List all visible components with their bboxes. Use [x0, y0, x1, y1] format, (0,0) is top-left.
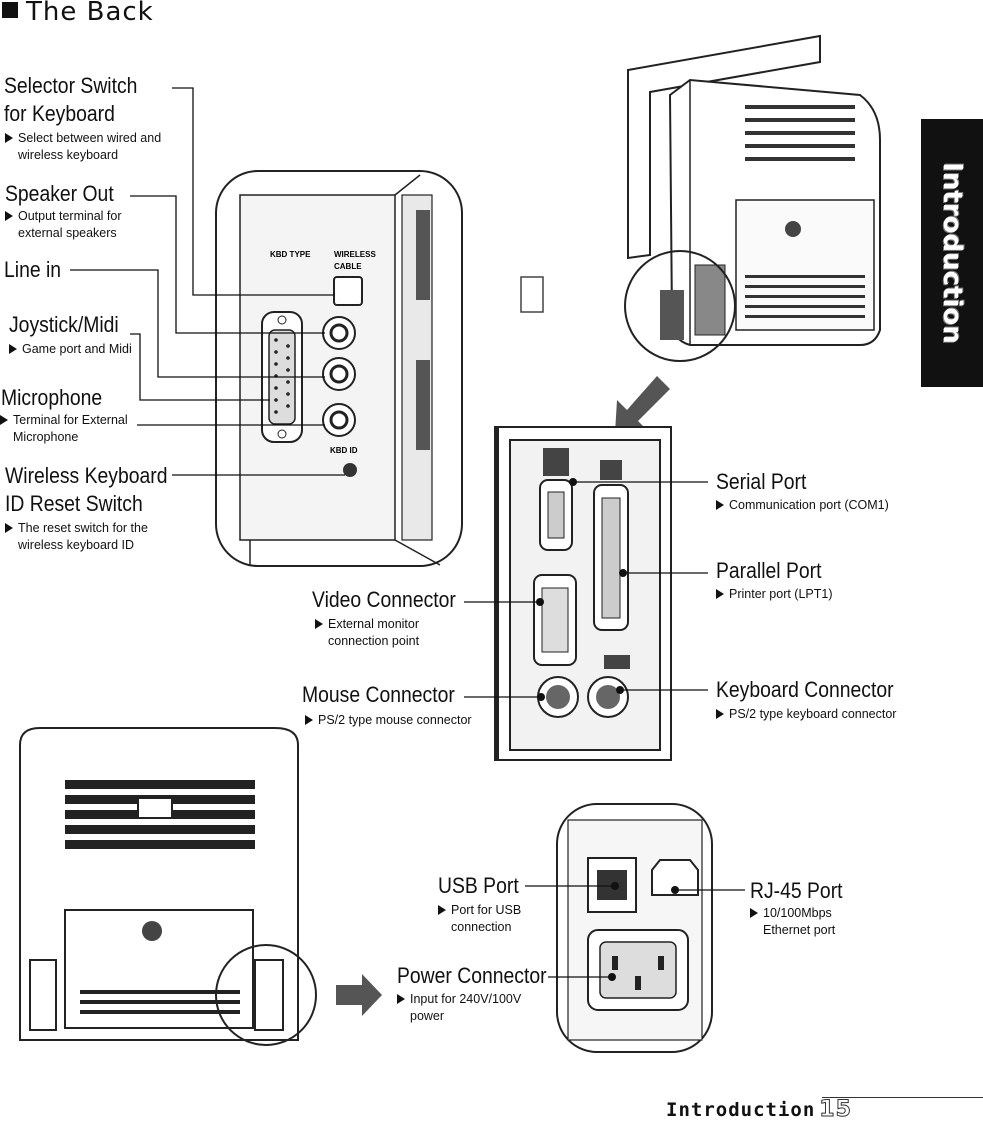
joystick-midi-desc: Game port and Midi: [9, 341, 132, 358]
microphone-title: Microphone: [1, 385, 103, 410]
io-panel-illustration: [494, 426, 672, 761]
computer-rear-view-illustration: [19, 727, 382, 1046]
joystick-midi-title: Joystick/Midi: [9, 312, 119, 337]
line-in-title: Line in: [4, 257, 62, 282]
callout-arrow-icon: [5, 211, 13, 221]
serial-port-title: Serial Port: [716, 469, 807, 494]
callout-arrow-icon: [397, 994, 405, 1004]
leader-lines: [70, 87, 745, 978]
leader-dots: [536, 478, 679, 981]
footer-label: Introduction: [666, 1099, 816, 1121]
callout-arrow-icon: [438, 905, 446, 915]
parallel-port-desc: Printer port (LPT1): [716, 586, 833, 603]
cable-text: CABLE: [334, 262, 362, 271]
keyboard-connector-desc: PS/2 type keyboard connector: [716, 706, 896, 723]
callout-arrow-icon: [9, 344, 17, 354]
right-arrow-icon: [336, 974, 382, 1016]
footer-rule: [822, 1097, 983, 1098]
callout-arrow-icon: [5, 133, 13, 143]
selector-switch: [333, 276, 363, 306]
bullet-square-icon: [2, 2, 18, 18]
callout-arrow-icon: [305, 715, 313, 725]
video-connector-title: Video Connector: [312, 587, 456, 612]
callout-arrow-icon: [716, 709, 724, 719]
callout-arrow-icon: [750, 908, 758, 918]
power-connector-title: Power Connector: [397, 963, 547, 988]
mouse-connector-title: Mouse Connector: [302, 682, 455, 707]
diagonal-arrow-icon: [615, 376, 670, 433]
callout-arrow-icon: [0, 415, 8, 425]
page-number: 15: [819, 1097, 852, 1122]
callout-arrow-icon: [5, 523, 13, 533]
callout-arrow-icon: [716, 500, 724, 510]
mouse-connector-desc: PS/2 type mouse connector: [305, 712, 472, 729]
keyboard-connector-title: Keyboard Connector: [716, 677, 894, 702]
usb-port-title: USB Port: [438, 873, 519, 898]
speaker-out-title: Speaker Out: [5, 181, 114, 206]
kbd-type-text: KBD TYPE: [270, 250, 311, 259]
power-panel-illustration: [556, 803, 713, 1053]
callout-arrow-icon: [716, 589, 724, 599]
computer-back-view-illustration: [520, 34, 881, 433]
side-tab: Introduction: [921, 119, 983, 387]
kbd-id-text: KBD ID: [330, 446, 358, 455]
rj45-port-title: RJ-45 Port: [750, 878, 843, 903]
audio-panel-illustration: KBD TYPE WIRELESS CABLE KBD ID: [215, 170, 463, 567]
section-title: The Back: [2, 0, 154, 27]
audio-jacks: [322, 316, 357, 477]
placeholder-box-icon: [520, 276, 544, 313]
serial-port-desc: Communication port (COM1): [716, 497, 889, 514]
callout-arrow-icon: [315, 619, 323, 629]
parallel-port-title: Parallel Port: [716, 558, 822, 583]
wireless-text: WIRELESS: [334, 250, 376, 259]
